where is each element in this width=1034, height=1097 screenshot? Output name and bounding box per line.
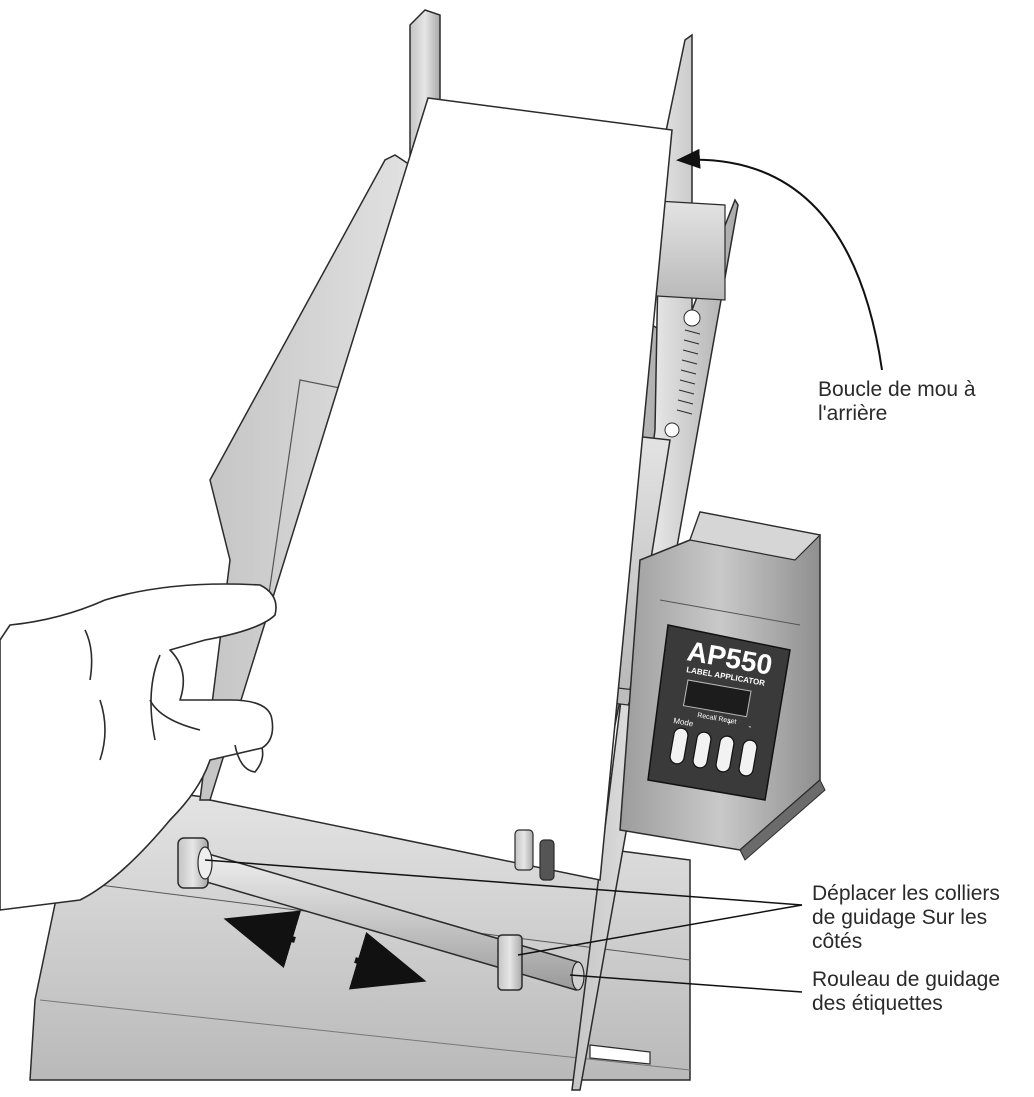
button-label-minus: - — [748, 721, 753, 731]
inner-guide-collar — [514, 829, 555, 881]
guide-collars-leader — [204, 859, 803, 956]
callout-slack-loop: Boucle de mou à l'arrière — [818, 378, 976, 425]
minus-button[interactable] — [738, 739, 758, 777]
lcd-display — [682, 679, 752, 718]
callout-guide-collars: Déplacer les colliers de guidage Sur les… — [812, 882, 1000, 953]
operator-hand — [0, 583, 277, 911]
collar-movement-arrows — [223, 910, 427, 990]
left-guide-collar[interactable] — [177, 837, 213, 889]
guide-roller-leader — [569, 974, 803, 993]
button-label-mode: Mode — [673, 716, 695, 728]
plus-button[interactable] — [715, 735, 735, 773]
right-guide-collar[interactable] — [497, 934, 523, 991]
callout-guide-roller: Rouleau de guidage des étiquettes — [812, 968, 1000, 1015]
control-panel: AP550 LABEL APPLICATOR Mode Recall Reset… — [647, 624, 791, 801]
button-label-plus: + — [726, 717, 733, 728]
label-roll-paper — [209, 97, 673, 881]
tension-spring — [664, 309, 701, 438]
slack-loop-leader — [676, 148, 883, 371]
mode-button[interactable] — [669, 727, 689, 765]
recall-reset-button[interactable] — [692, 731, 712, 769]
